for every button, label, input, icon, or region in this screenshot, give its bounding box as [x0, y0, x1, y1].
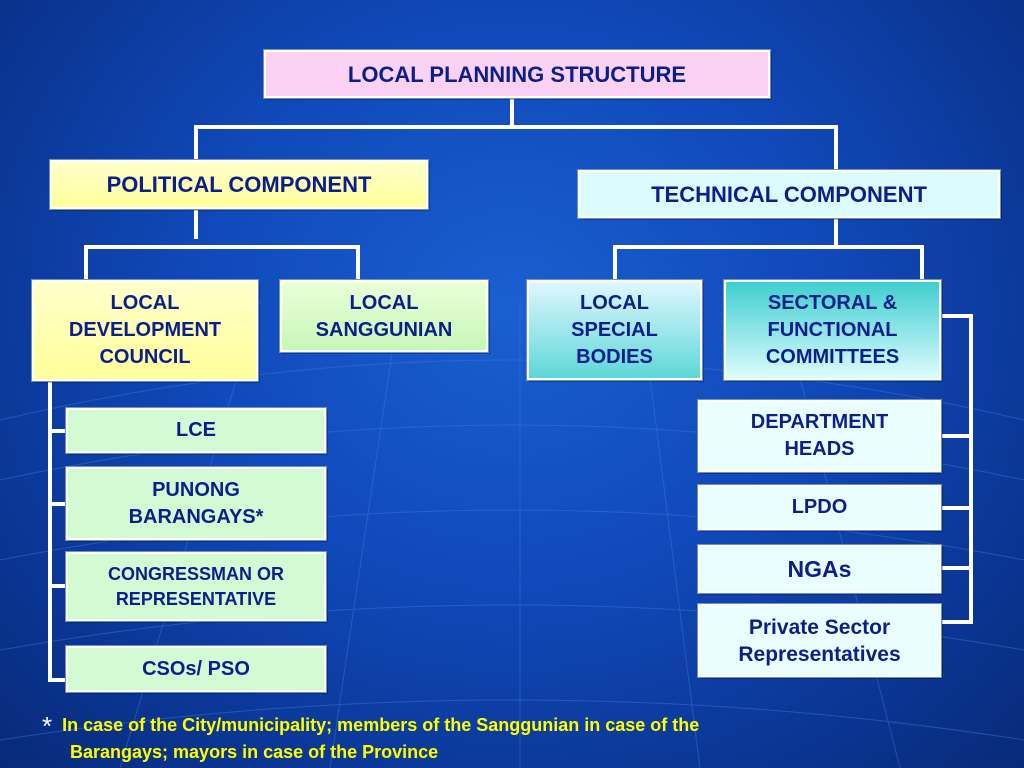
csos-pso-box: CSOs/ PSO — [65, 645, 327, 693]
lsb-line: BODIES — [576, 346, 653, 368]
member-label: REPRESENTATIVE — [115, 588, 277, 609]
congressman-representative-box: CONGRESSMAN OR REPRESENTATIVE — [65, 551, 327, 622]
local-special-bodies-box: LOCAL SPECIAL BODIES — [526, 279, 703, 381]
lsb-line: LOCAL — [580, 292, 649, 314]
sanggunian-line: SANGGUNIAN — [315, 319, 453, 341]
lpdo-box: LPDO — [697, 484, 942, 531]
ldc-line: DEVELOPMENT — [68, 319, 222, 341]
member-label: HEADS — [784, 438, 855, 460]
sfc-line: COMMITTEES — [765, 346, 900, 368]
local-planning-structure-box: LOCAL PLANNING STRUCTURE — [263, 49, 771, 99]
technical-component-box: TECHNICAL COMPONENT — [577, 169, 1001, 219]
member-label: CSOs/ PSO — [142, 657, 250, 680]
member-label: CONGRESSMAN OR — [107, 563, 284, 584]
punong-barangays-box: PUNONG BARANGAYS* — [65, 466, 327, 541]
member-label: BARANGAYS* — [128, 505, 264, 528]
member-label: LCE — [176, 419, 216, 441]
member-label: PUNONG — [152, 478, 240, 501]
member-label: Private Sector — [748, 615, 891, 639]
member-label: Representatives — [738, 642, 901, 666]
ldc-line: LOCAL — [110, 292, 180, 314]
technical-component-label: TECHNICAL COMPONENT — [651, 181, 927, 207]
local-development-council-box: LOCAL DEVELOPMENT COUNCIL — [31, 279, 259, 382]
footnote-line-1: In case of the City/municipality; member… — [62, 715, 700, 735]
footnote: * In case of the City/municipality; membe… — [42, 712, 1002, 765]
department-heads-box: DEPARTMENT HEADS — [697, 399, 942, 473]
local-sanggunian-box: LOCAL SANGGUNIAN — [279, 279, 489, 353]
ldc-line: COUNCIL — [99, 346, 191, 368]
member-label: NGAs — [787, 555, 852, 582]
member-label: LPDO — [791, 496, 848, 518]
sanggunian-line: LOCAL — [349, 292, 419, 314]
footnote-asterisk: * — [42, 711, 53, 741]
footnote-line-2: Barangays; mayors in case of the Provinc… — [70, 742, 439, 762]
lce-box: LCE — [65, 407, 327, 454]
ngas-box: NGAs — [697, 544, 942, 594]
political-component-box: POLITICAL COMPONENT — [49, 159, 429, 210]
sfc-line: SECTORAL & — [767, 292, 898, 314]
sectoral-functional-committees-box: SECTORAL & FUNCTIONAL COMMITTEES — [723, 279, 942, 381]
sfc-line: FUNCTIONAL — [767, 319, 898, 341]
member-label: DEPARTMENT — [750, 411, 889, 433]
political-component-label: POLITICAL COMPONENT — [106, 172, 372, 197]
private-sector-representatives-box: Private Sector Representatives — [697, 603, 942, 678]
lsb-line: SPECIAL — [571, 319, 658, 341]
root-label: LOCAL PLANNING STRUCTURE — [347, 61, 687, 87]
